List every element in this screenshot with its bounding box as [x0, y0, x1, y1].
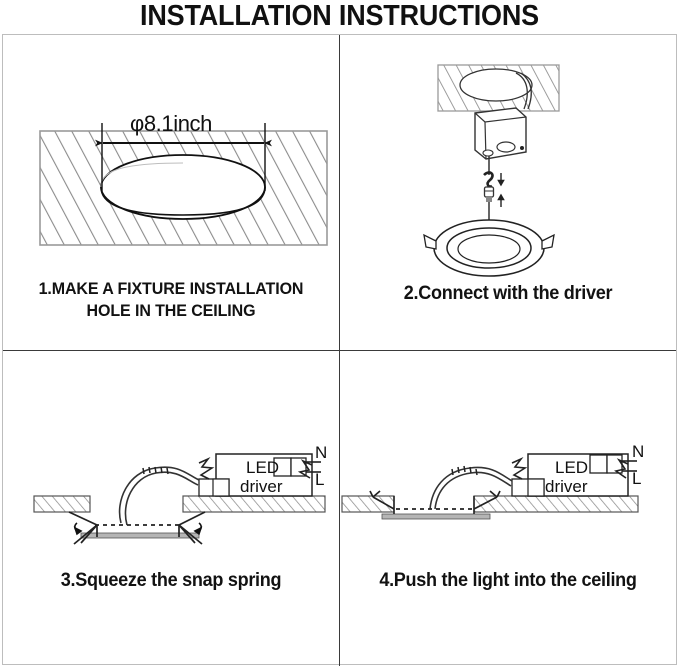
driver-label-line2: driver	[545, 477, 588, 496]
driver-label-line2: driver	[240, 477, 283, 496]
ceiling-right-section	[182, 495, 326, 513]
wire-sleeve	[451, 465, 478, 476]
panel-step-4: N L	[340, 351, 676, 666]
panel-3-illustration: N L	[3, 351, 339, 596]
panel-1-illustration	[3, 35, 339, 280]
led-driver-box	[474, 107, 527, 160]
grid-horizontal-divider	[3, 350, 676, 351]
snap-spring-right	[178, 511, 206, 545]
wire-sleeve	[142, 466, 169, 475]
cable-connector	[483, 171, 495, 202]
terminal-n-label: N	[632, 442, 644, 461]
panel-4-caption: 4.Push the light into the ceiling	[379, 570, 637, 591]
connect-direction-arrows	[497, 173, 505, 207]
panel-2-illustration	[340, 35, 676, 280]
panel-1-caption: 1.MAKE A FIXTURE INSTALLATION HOLE IN TH…	[38, 280, 304, 320]
ceiling-right-section	[473, 495, 639, 513]
panel-step-1: φ8.1inch 1.MAKE A FIXTURE INSTALLATION H…	[3, 35, 339, 350]
downlight-fixture	[423, 219, 555, 277]
ceiling-left-section	[33, 495, 91, 513]
ceiling-hole	[100, 154, 266, 220]
panel-4-illustration: N L	[340, 351, 676, 596]
led-driver-box	[198, 453, 313, 497]
squeeze-arrows	[73, 522, 203, 536]
led-driver-box	[511, 453, 629, 497]
dimension-label: φ8.1inch	[129, 111, 212, 136]
terminal-l-label: L	[315, 470, 324, 489]
terminal-n-label: N	[315, 443, 327, 462]
panel-3-caption: 3.Squeeze the snap spring	[60, 570, 282, 591]
downlight-body	[80, 524, 200, 539]
snap-spring-left	[369, 490, 395, 510]
snap-spring-left	[68, 511, 98, 545]
dimension-extension-lines	[101, 123, 266, 191]
driver-cable-upper	[515, 72, 532, 110]
mains-leads	[306, 461, 321, 473]
driver-label-line1: LED	[246, 458, 279, 477]
downlight-flush-mounted	[381, 496, 491, 520]
panel-step-2: 2.Connect with the driver	[340, 35, 676, 350]
panel-step-3: N L	[3, 351, 339, 666]
mains-leads	[622, 460, 637, 472]
terminal-l-label: L	[632, 469, 641, 488]
page-title: INSTALLATION INSTRUCTIONS	[140, 0, 539, 32]
snap-spring-right	[473, 490, 501, 510]
ceiling-hole	[459, 68, 533, 102]
panel-grid: φ8.1inch 1.MAKE A FIXTURE INSTALLATION H…	[2, 34, 677, 666]
driver-label-line1: LED	[555, 458, 588, 477]
panel-2-caption: 2.Connect with the driver	[403, 283, 613, 304]
